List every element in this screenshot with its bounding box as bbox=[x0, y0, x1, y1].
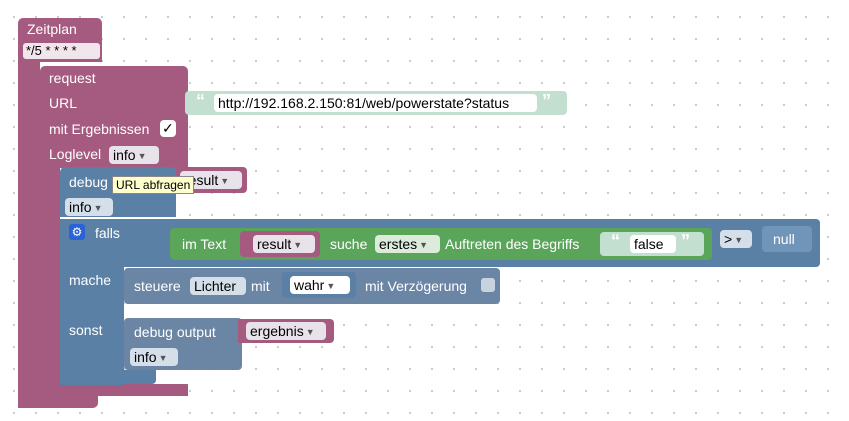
if-block-spine bbox=[60, 265, 124, 385]
url-input[interactable]: http://192.168.2.150:81/web/powerstate?s… bbox=[214, 94, 537, 112]
chevron-down-icon: ▼ bbox=[305, 327, 315, 337]
control-with-label: mit bbox=[251, 278, 270, 294]
debug-level-value: info bbox=[69, 199, 92, 215]
chevron-down-icon: ▼ bbox=[158, 353, 168, 363]
compare-value: null bbox=[773, 231, 795, 247]
delay-label: mit Verzögerung bbox=[365, 278, 467, 294]
close-quote-icon: ” bbox=[542, 91, 551, 111]
operator-dropdown[interactable]: >▼ bbox=[720, 230, 752, 248]
request-title: request bbox=[49, 70, 96, 86]
schedule-title: Zeitplan bbox=[27, 21, 77, 37]
occurrence-label: Auftreten des Begriffs bbox=[445, 236, 580, 252]
occurrence-value: erstes bbox=[379, 236, 418, 252]
null-block[interactable] bbox=[762, 226, 812, 252]
debug-level-dropdown[interactable]: info▼ bbox=[65, 198, 113, 216]
tooltip: URL abfragen bbox=[112, 176, 195, 194]
chevron-down-icon: ▼ bbox=[93, 203, 103, 213]
loglevel-dropdown[interactable]: info▼ bbox=[109, 146, 159, 164]
if-block-bottom bbox=[60, 370, 156, 384]
operator-value: > bbox=[724, 231, 733, 247]
search-var-dropdown[interactable]: result▼ bbox=[253, 235, 315, 253]
debug-output-label: debug output bbox=[134, 324, 216, 340]
chevron-down-icon: ▼ bbox=[220, 176, 230, 186]
control-value: wahr bbox=[294, 277, 325, 293]
control-target-field[interactable]: Lichter bbox=[190, 277, 246, 295]
gear-icon[interactable]: ⚙ bbox=[69, 224, 85, 240]
control-label: steuere bbox=[134, 278, 181, 294]
do-label: mache bbox=[69, 272, 112, 288]
else-label: sonst bbox=[69, 322, 103, 338]
chevron-down-icon: ▼ bbox=[326, 281, 336, 291]
if-label: falls bbox=[95, 225, 120, 241]
occurrence-dropdown[interactable]: erstes▼ bbox=[375, 235, 440, 253]
search-label: suche bbox=[330, 236, 368, 252]
delay-checkbox[interactable] bbox=[481, 278, 495, 292]
request-block-spine bbox=[40, 166, 60, 396]
debug-output-level-value: info bbox=[134, 349, 157, 365]
term-input[interactable]: false bbox=[630, 235, 676, 253]
chevron-down-icon: ▼ bbox=[137, 151, 147, 161]
in-text-label: im Text bbox=[182, 236, 227, 252]
tooltip-text: URL abfragen bbox=[116, 178, 191, 192]
chevron-down-icon: ▼ bbox=[734, 235, 744, 245]
with-results-label: mit Ergebnissen bbox=[49, 121, 150, 137]
debug-label: debug bbox=[69, 174, 108, 190]
debug-output-var-dropdown[interactable]: ergebnis▼ bbox=[246, 322, 326, 340]
open-quote-icon: “ bbox=[196, 91, 205, 111]
open-quote-icon: “ bbox=[611, 231, 620, 251]
debug-output-var-value: ergebnis bbox=[250, 323, 304, 339]
schedule-block-spine bbox=[18, 60, 40, 408]
schedule-block-bottom bbox=[18, 392, 98, 408]
loglevel-value: info bbox=[113, 147, 136, 163]
search-var-value: result bbox=[257, 236, 292, 252]
loglevel-label: Loglevel bbox=[49, 146, 102, 162]
control-value-dropdown[interactable]: wahr▼ bbox=[290, 276, 350, 294]
chevron-down-icon: ▼ bbox=[293, 240, 303, 250]
close-quote-icon: ” bbox=[681, 231, 690, 251]
debug-output-level-dropdown[interactable]: info▼ bbox=[130, 348, 178, 366]
cron-field[interactable]: */5 * * * * bbox=[23, 43, 100, 59]
with-results-checkbox[interactable]: ✓ bbox=[160, 120, 176, 137]
url-label: URL bbox=[49, 95, 78, 111]
chevron-down-icon: ▼ bbox=[419, 240, 429, 250]
request-block-bottom bbox=[40, 384, 188, 396]
